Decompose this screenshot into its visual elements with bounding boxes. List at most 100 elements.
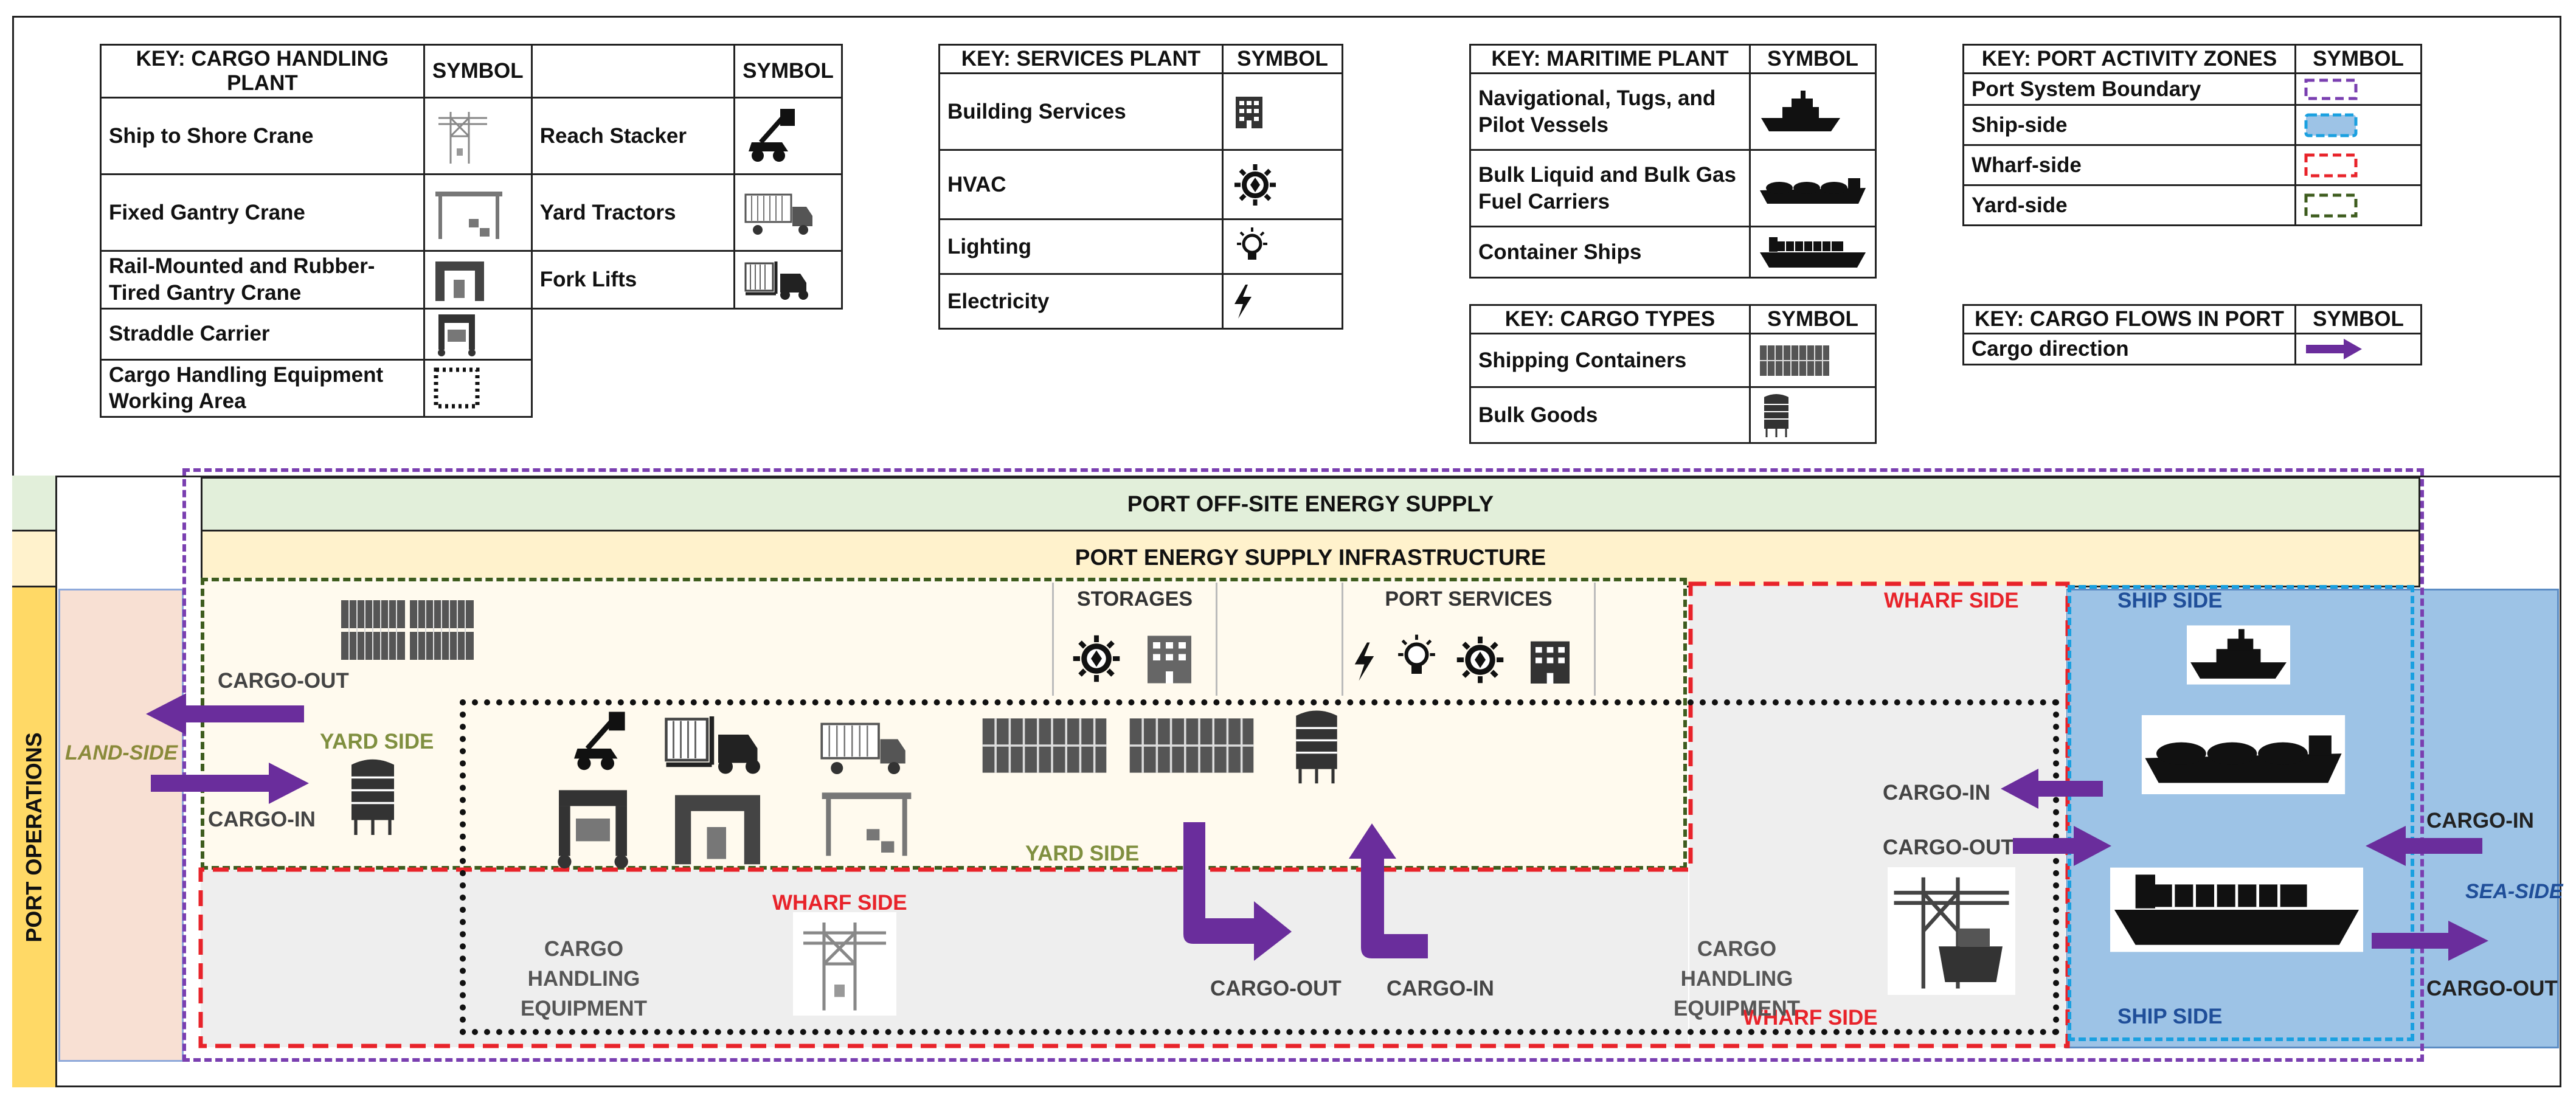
cargo-in-label: CARGO-IN [1883,781,1990,805]
hvac-icon [1456,636,1504,684]
port-operations-column: PORT OPERATIONS [12,587,57,1087]
sea-side-label: SEA-SIDE [2465,880,2563,903]
cargo-out-arrow [2013,826,2111,866]
cargo-out-arrow [1183,822,1292,961]
yard-side-icon [2294,184,2422,226]
key-header-symbol: SYMBOL [733,44,843,99]
cargo-in-label: CARGO-IN [208,808,316,831]
offsite-energy-band: PORT OFF-SITE ENERGY SUPPLY [201,477,2420,531]
cargo-out-label: CARGO-OUT [2426,977,2558,1000]
building-icon [1222,72,1343,151]
port-services-label: PORT SERVICES [1385,587,1553,611]
cargo-out-label: CARGO-OUT [218,669,349,693]
key-header-symbol: SYMBOL [423,44,533,99]
electricity-icon [1222,273,1343,330]
key-row-label: Shipping Containers [1469,333,1751,388]
electricity-icon [1354,642,1374,681]
yard-tractor-icon [820,722,905,774]
shipping-containers-icon [341,600,474,660]
infra-left-cell [12,531,57,587]
tug-icon [2187,625,2290,685]
key-row-label: Straddle Carrier [100,307,425,361]
building-icon [1531,641,1570,684]
cargo-out-arrow [2372,921,2488,961]
ship-side-label: SHIP SIDE [2117,1005,2223,1028]
key-cargo-types-table: KEY: CARGO TYPES SYMBOL Shipping Contain… [1469,304,1877,444]
wharf-side-zone-bottom [201,870,1688,1047]
cargo-in-arrow [1349,823,1428,958]
shipping-containers-icon [982,718,1107,773]
lighting-icon [1222,218,1343,275]
wharf-side-icon [2294,144,2422,186]
sts-crane-icon [793,912,896,1016]
offsite-left-cell [12,476,57,531]
bulk-silo-icon [1296,710,1337,784]
key-row-label: Rail-Mounted and Rubber-Tired Gantry Cra… [100,250,425,310]
key-services-table: KEY: SERVICES PLANT SYMBOL Building Serv… [938,44,1343,330]
key-blank-cell [531,359,734,417]
key-row-label: Ship to Shore Crane [100,97,425,175]
key-diagram-divider [12,476,2561,477]
key-row-label: Bulk Goods [1469,386,1751,444]
key-header: KEY: SERVICES PLANT [938,44,1224,74]
wharf-side-outline [198,581,2070,1048]
shipping-containers-icon [1749,333,1877,388]
straddle-carrier-icon [423,307,533,361]
reach-stacker-icon [574,712,625,770]
sea-side-panel: SEA-SIDE [2065,589,2563,1048]
cargo-in-label: CARGO-IN [1387,977,1494,1000]
ship-side-label: SHIP SIDE [2117,589,2223,612]
key-header: KEY: PORT ACTIVITY ZONES [1962,44,2296,74]
key-header-symbol: SYMBOL [2294,304,2422,334]
key-row-label: Container Ships [1469,226,1751,279]
wharf-side-label: WHARF SIDE [1743,1006,1878,1030]
key-row-label: Building Services [938,72,1224,151]
bulk-silo-icon [351,759,394,835]
key-blank-cell [531,308,734,359]
yard-side-label: YARD SIDE [320,730,434,753]
key-row-label: Electricity [938,273,1224,330]
lighting-icon [1398,634,1435,674]
storages-box: STORAGES [1052,583,1217,696]
yard-tractor-icon [733,173,843,252]
key-header: KEY: CARGO FLOWS IN PORT [1962,304,2296,334]
cargo-handling-equipment-label: CARGO HANDLING EQUIPMENT [1673,937,1801,1020]
purple-boundary-icon [2294,72,2422,106]
key-row-label: Navigational, Tugs, and Pilot Vessels [1469,72,1751,151]
port-services-box: PORT SERVICES [1342,583,1596,696]
sts-crane-with-ship-icon [1888,867,2015,995]
cargo-in-arrow [2366,826,2482,866]
offsite-energy-label: PORT OFF-SITE ENERGY SUPPLY [1127,491,1494,516]
land-side-label: LAND-SIDE [65,741,178,764]
key-header-symbol: SYMBOL [1749,304,1877,334]
cargo-out-label: CARGO-OUT [1883,836,2014,859]
dotted-area-icon [423,358,533,418]
key-row-label: Fixed Gantry Crane [100,173,425,252]
cargo-direction-arrow-icon [2294,333,2422,365]
key-row-label: Cargo Handling Equipment Working Area [100,358,425,418]
key-row-label: Lighting [938,218,1224,275]
key-blank-cell [735,308,842,359]
port-operations-label: PORT OPERATIONS [21,732,46,943]
cargo-out-label: CARGO-OUT [1210,977,1342,1000]
cargo-out-arrow [146,693,304,735]
key-header-symbol: SYMBOL [1749,44,1877,74]
wharf-side-label: WHARF SIDE [1884,589,2019,612]
key-row-label: Yard-side [1962,184,2296,226]
key-zones-table: KEY: PORT ACTIVITY ZONES SYMBOL Port Sys… [1962,44,2422,226]
storages-label: STORAGES [1076,587,1193,611]
shipping-containers-icon [1129,718,1254,773]
cargo-in-arrow [151,763,309,804]
container-ship-icon [2110,867,2363,952]
reach-stacker-icon [733,97,843,175]
key-row-label: Ship-side [1962,104,2296,146]
port-system-boundary [182,468,2424,1062]
key-blank-cell [735,359,842,417]
tug-icon [1749,72,1877,151]
yard-side-label: YARD SIDE [1025,842,1140,865]
key-row-label: Yard Tractors [530,173,736,252]
bulk-silo-icon [1749,386,1877,444]
key-header-blank [530,44,736,99]
container-ship-icon [1749,226,1877,279]
cargo-handling-equipment-label: CARGO HANDLING EQUIPMENT [520,937,648,1020]
